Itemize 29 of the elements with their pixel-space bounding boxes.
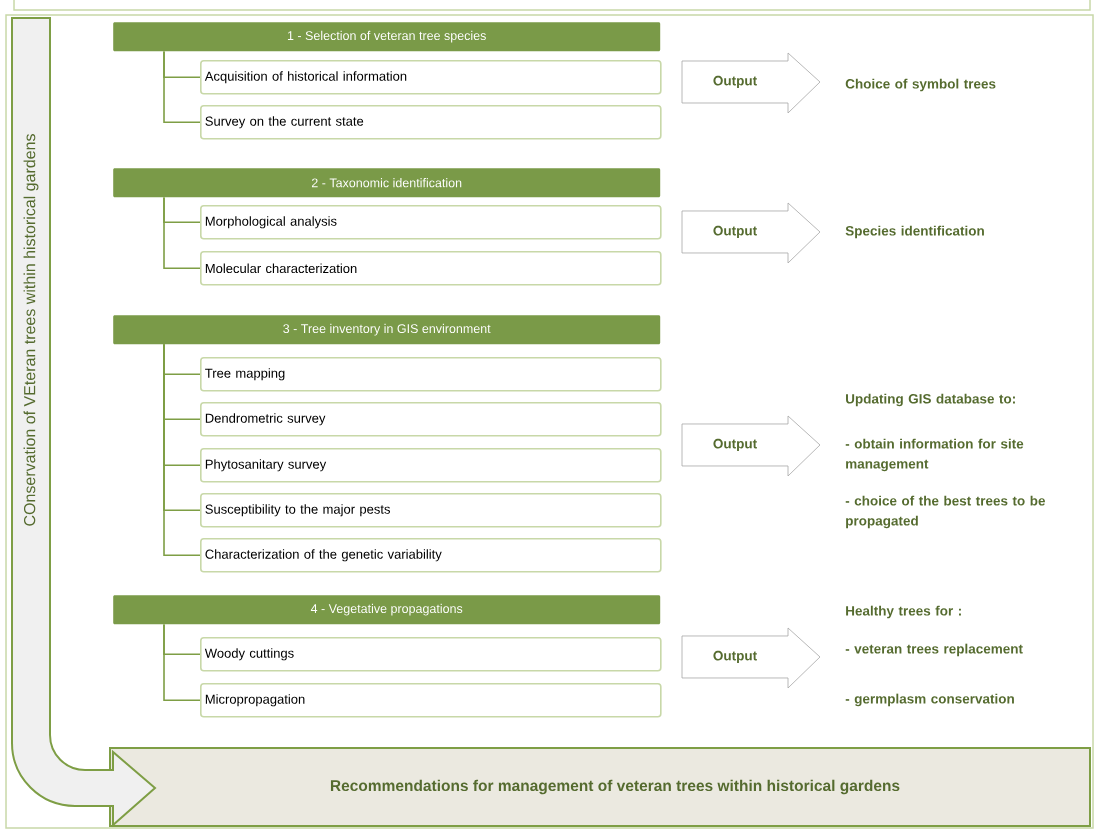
result-box: Recommendations for management of veteran trees within historical gardens xyxy=(109,747,1091,827)
task-box: Micropropagation xyxy=(200,683,662,718)
connector-line xyxy=(163,196,201,270)
output-text: - veteran trees replacement xyxy=(845,643,1023,657)
task-box: Susceptibility to the major pests xyxy=(200,493,662,528)
section-header: 1 - Selection of veteran tree species xyxy=(113,22,661,52)
connector-line xyxy=(163,623,201,702)
task-box: Characterization of the genetic variability xyxy=(200,538,662,573)
task-box: Survey on the current state xyxy=(200,105,662,140)
task-box: Dendrometric survey xyxy=(200,401,662,437)
task-box: Acquisition of historical information xyxy=(200,60,662,95)
task-box: Molecular characterization xyxy=(200,251,662,286)
output-text: Choice of symbol trees xyxy=(845,78,996,92)
bent-arrow-band: COnservation of VEteran trees within historical gardens xyxy=(11,17,156,826)
output-text: Species identification xyxy=(845,225,984,239)
section-header: 3 - Tree inventory in GIS environment xyxy=(113,315,661,345)
connector-line xyxy=(163,50,201,124)
section-header: 4 - Vegetative propagations xyxy=(113,595,661,625)
task-box: Tree mapping xyxy=(200,356,662,392)
output-text: Updating GIS database to: xyxy=(846,393,1015,407)
section-header: 2 - Taxonomic identification xyxy=(113,168,661,198)
connector-line xyxy=(163,343,201,557)
task-box: Morphological analysis xyxy=(200,205,662,240)
task-box: Phytosanitary survey xyxy=(200,448,662,483)
output-text: Healthy trees for : xyxy=(846,605,961,619)
output-text: - choice of the best trees to be propagated xyxy=(845,495,1045,529)
task-box: Woody cuttings xyxy=(200,637,662,672)
output-text: - germplasm conservation xyxy=(845,693,1014,707)
output-text: - obtain information for site management xyxy=(845,438,1024,472)
